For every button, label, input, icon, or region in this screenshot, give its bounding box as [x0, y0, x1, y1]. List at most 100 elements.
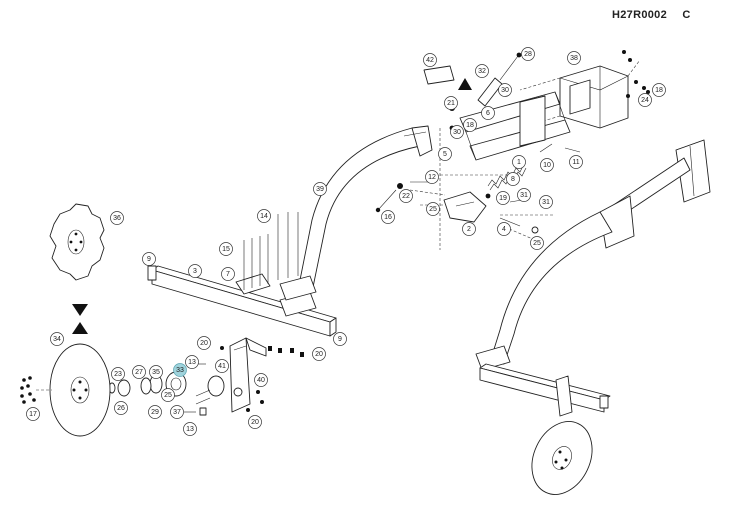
- callout-label: 30: [453, 129, 461, 136]
- callout-label: 37: [173, 409, 181, 416]
- hub-bracket-40: [229, 337, 267, 413]
- callout-label: 9: [147, 256, 151, 263]
- callout-label: 34: [53, 336, 61, 343]
- callout-c37: 37: [170, 405, 184, 419]
- callout-label: 20: [200, 340, 208, 347]
- callout-label: 18: [655, 87, 663, 94]
- callout-c25c: 25: [161, 388, 175, 402]
- callout-circle: [173, 363, 187, 377]
- callout-label: 31: [520, 192, 528, 199]
- callout-c13b: 13: [185, 355, 199, 369]
- callout-label: 35: [152, 369, 160, 376]
- callout-circle: [313, 182, 327, 196]
- clamp-plate-7: [235, 212, 299, 295]
- callout-label: 2: [467, 226, 471, 233]
- callout-c3: 3: [188, 264, 202, 278]
- callout-c10: 10: [540, 158, 554, 172]
- callout-c26: 26: [114, 401, 128, 415]
- callout-c18a: 18: [463, 118, 477, 132]
- callout-circle: [462, 222, 476, 236]
- arrow-down: [72, 304, 88, 316]
- callout-c30a: 30: [450, 125, 464, 139]
- callout-circle: [567, 51, 581, 65]
- callout-circle: [50, 332, 64, 346]
- callout-circle: [132, 365, 146, 379]
- callout-circle: [142, 252, 156, 266]
- callout-circle: [148, 405, 162, 419]
- callout-c31b: 31: [539, 195, 553, 209]
- callout-circle: [638, 93, 652, 107]
- callout-label: 30: [501, 87, 509, 94]
- callout-label: 8: [511, 176, 515, 183]
- callout-c42: 42: [423, 53, 437, 67]
- callout-label: 33: [176, 367, 184, 374]
- callout-c27: 27: [132, 365, 146, 379]
- drawing-revision: C: [682, 9, 691, 21]
- callout-c32: 32: [475, 64, 489, 78]
- callout-circle: [111, 367, 125, 381]
- callout-circle: [161, 388, 175, 402]
- callout-circle: [569, 155, 583, 169]
- callout-c20c: 20: [248, 415, 262, 429]
- callout-circle: [463, 118, 477, 132]
- callout-circle: [183, 422, 197, 436]
- callout-circle: [197, 336, 211, 350]
- callout-c13a: 13: [183, 422, 197, 436]
- callout-label: 18: [466, 122, 474, 129]
- callout-c22: 22: [399, 189, 413, 203]
- callout-label: 11: [572, 159, 579, 166]
- callout-label: 14: [260, 213, 268, 220]
- callout-label: 41: [218, 363, 226, 370]
- callout-circle: [475, 64, 489, 78]
- callout-circle: [512, 155, 526, 169]
- callout-circle: [333, 332, 347, 346]
- mounting-bracket-38: [519, 59, 641, 129]
- callout-label: 24: [641, 97, 649, 104]
- callout-label: 19: [499, 195, 507, 202]
- shank-arm-39: [297, 125, 433, 293]
- callout-circle: [381, 210, 395, 224]
- callout-label: 32: [478, 68, 486, 75]
- callout-label: 31: [542, 199, 550, 206]
- callout-label: 20: [315, 351, 323, 358]
- callout-c5: 5: [438, 147, 452, 161]
- callout-circle: [506, 172, 520, 186]
- callout-label: 5: [443, 151, 447, 158]
- callout-circle: [114, 401, 128, 415]
- callout-circle: [26, 407, 40, 421]
- callout-circle: [539, 195, 553, 209]
- callout-circle: [254, 373, 268, 387]
- callout-c21: 21: [444, 96, 458, 110]
- callout-circle: [438, 147, 452, 161]
- parallel-link-upper: [459, 91, 571, 161]
- callout-circle: [652, 83, 666, 97]
- callout-circle: [312, 347, 326, 361]
- callout-circle: [215, 359, 229, 373]
- callout-circle: [185, 355, 199, 369]
- callout-label: 36: [113, 215, 121, 222]
- callout-c41: 41: [215, 359, 229, 373]
- callout-circle: [517, 188, 531, 202]
- callout-circle: [423, 53, 437, 67]
- callout-c28: 28: [521, 47, 535, 61]
- callout-circle: [221, 267, 235, 281]
- nut-set-toolbar: [268, 346, 304, 357]
- callout-c2: 2: [462, 222, 476, 236]
- callout-circle: [540, 158, 554, 172]
- callout-label: 21: [447, 100, 455, 107]
- callout-c15: 15: [219, 242, 233, 256]
- damper-cylinder-32: [477, 52, 522, 107]
- callout-c40: 40: [254, 373, 268, 387]
- cover-plate-42: [423, 65, 455, 85]
- callout-label: 29: [151, 409, 159, 416]
- callout-c25b: 25: [530, 236, 544, 250]
- callout-c39: 39: [313, 182, 327, 196]
- callout-label: 39: [316, 186, 324, 193]
- callout-circle: [530, 236, 544, 250]
- callout-label: 42: [426, 57, 434, 64]
- callout-c12: 12: [425, 170, 439, 184]
- callout-c36: 36: [110, 211, 124, 225]
- callout-label: 13: [186, 426, 194, 433]
- callout-c16: 16: [381, 210, 395, 224]
